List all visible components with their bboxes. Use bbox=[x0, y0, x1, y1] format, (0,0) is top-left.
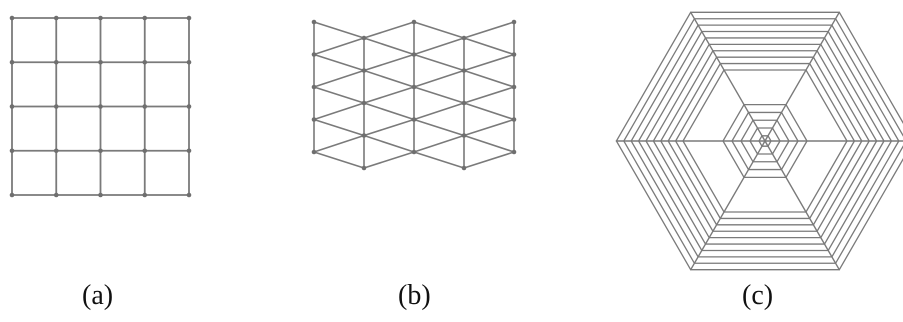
lattice-node bbox=[411, 52, 417, 57]
lattice-diagonal-line bbox=[363, 37, 415, 56]
lattice-diagonal-line bbox=[413, 37, 465, 56]
caption-c: (c) bbox=[742, 280, 774, 311]
grid-node bbox=[53, 15, 59, 21]
lattice-diagonal-line bbox=[313, 53, 365, 72]
lattice-diagonal-line bbox=[313, 118, 365, 137]
lattice-node bbox=[411, 84, 417, 90]
lattice-diagonal-line bbox=[313, 69, 365, 88]
lattice-node bbox=[361, 100, 367, 106]
lattice-diagonal-line bbox=[363, 53, 415, 72]
lattice-node bbox=[511, 52, 517, 57]
grid-node bbox=[98, 59, 103, 65]
lattice-diagonal-line bbox=[463, 86, 515, 104]
lattice-diagonal-line bbox=[413, 69, 465, 88]
lattice-diagonal-line bbox=[413, 118, 465, 137]
lattice-diagonal-line bbox=[363, 69, 415, 88]
lattice-node bbox=[461, 133, 467, 138]
caption-b: (b) bbox=[398, 280, 431, 311]
grid-node bbox=[186, 104, 192, 109]
grid-node bbox=[53, 192, 59, 198]
lattice-diagonal-line bbox=[363, 86, 415, 104]
lattice-diagonal-line bbox=[313, 134, 365, 153]
lattice-diagonal-line bbox=[313, 151, 365, 169]
lattice-node bbox=[311, 117, 317, 122]
lattice-node bbox=[411, 19, 417, 25]
grid-node bbox=[142, 15, 148, 21]
lattice-diagonal-line bbox=[463, 37, 515, 56]
lattice-node bbox=[411, 117, 417, 122]
lattice-diagonal-line bbox=[313, 102, 365, 121]
lattice-node bbox=[411, 149, 417, 155]
lattice-diagonal-line bbox=[363, 118, 415, 137]
grid-node bbox=[9, 59, 15, 65]
panel-a-square-grid bbox=[9, 15, 192, 198]
grid-node bbox=[186, 148, 192, 154]
caption-a: (a) bbox=[82, 280, 114, 311]
panel-b-triangular-lattice bbox=[311, 19, 517, 171]
lattice-node bbox=[461, 68, 467, 73]
lattice-diagonal-line bbox=[463, 151, 515, 169]
lattice-node bbox=[511, 149, 517, 155]
lattice-node bbox=[511, 19, 517, 25]
lattice-diagonal-line bbox=[413, 21, 465, 39]
grid-node bbox=[53, 59, 59, 65]
lattice-diagonal-line bbox=[313, 86, 365, 104]
lattice-diagonal-line bbox=[363, 134, 415, 153]
lattice-diagonal-line bbox=[363, 102, 415, 121]
grid-node bbox=[186, 15, 192, 21]
lattice-diagonal-line bbox=[413, 86, 465, 104]
web-spoke bbox=[764, 140, 840, 271]
lattice-node bbox=[461, 100, 467, 106]
lattice-diagonal-line bbox=[463, 102, 515, 121]
lattice-diagonal-line bbox=[363, 151, 415, 169]
grid-node bbox=[53, 104, 59, 109]
lattice-node bbox=[311, 19, 317, 25]
web-spoke bbox=[690, 140, 766, 271]
web-spoke bbox=[690, 11, 766, 142]
lattice-diagonal-line bbox=[463, 53, 515, 72]
lattice-diagonal-line bbox=[463, 118, 515, 137]
web-spoke bbox=[764, 11, 840, 142]
grid-node bbox=[142, 104, 148, 109]
grid-node bbox=[98, 192, 103, 198]
panel-c-hexagonal-spiderweb bbox=[615, 11, 903, 271]
lattice-diagonal-line bbox=[363, 21, 415, 39]
lattice-diagonal-line bbox=[463, 134, 515, 153]
grid-node bbox=[98, 104, 103, 109]
lattice-node bbox=[511, 117, 517, 122]
grid-node bbox=[142, 59, 148, 65]
grid-node bbox=[142, 192, 148, 198]
lattice-diagonal-line bbox=[413, 134, 465, 153]
lattice-node bbox=[361, 165, 367, 171]
lattice-diagonal-line bbox=[313, 37, 365, 56]
lattice-node bbox=[461, 35, 467, 41]
lattice-diagonal-line bbox=[463, 21, 515, 39]
grid-node bbox=[9, 192, 15, 198]
lattice-node bbox=[361, 35, 367, 41]
lattice-node bbox=[361, 133, 367, 138]
grid-node bbox=[9, 104, 15, 109]
lattice-diagonal-line bbox=[413, 53, 465, 72]
grid-node bbox=[53, 148, 59, 154]
lattice-node bbox=[361, 68, 367, 73]
lattice-node bbox=[311, 52, 317, 57]
lattice-diagonal-line bbox=[413, 102, 465, 121]
lattice-node bbox=[311, 84, 317, 90]
grid-node bbox=[98, 148, 103, 154]
lattice-node bbox=[511, 84, 517, 90]
grid-node bbox=[9, 15, 15, 21]
grid-node bbox=[186, 192, 192, 198]
grid-node bbox=[186, 59, 192, 65]
lattice-diagonal-line bbox=[413, 151, 465, 169]
grid-node bbox=[142, 148, 148, 154]
grid-node bbox=[98, 15, 103, 21]
lattice-node bbox=[311, 149, 317, 155]
lattice-diagonal-line bbox=[313, 21, 365, 39]
lattice-node bbox=[461, 165, 467, 171]
lattice-diagonal-line bbox=[463, 69, 515, 88]
grid-node bbox=[9, 148, 15, 154]
